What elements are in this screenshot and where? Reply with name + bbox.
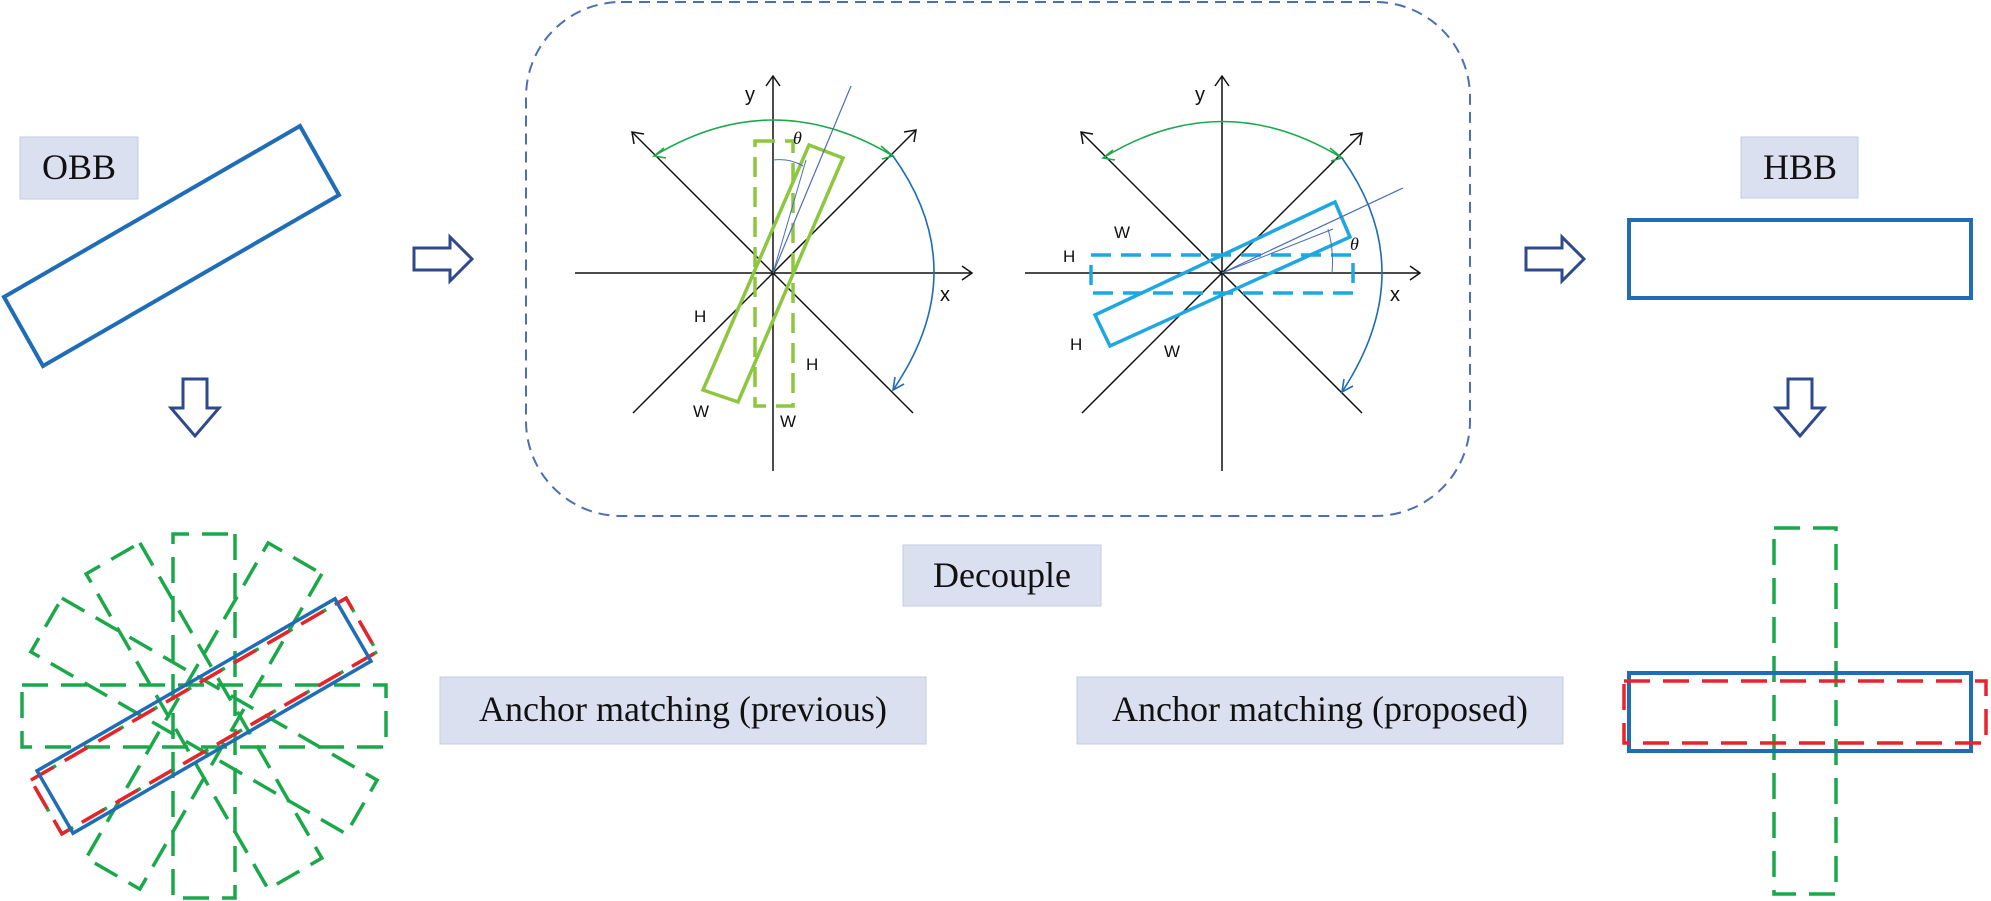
right-w-top-label: W — [1114, 223, 1130, 242]
proposed-ground-truth-box — [1627, 671, 1973, 753]
right-axes-diagram: y x θ H H W W — [1025, 74, 1422, 471]
arrow-right-hbb — [1524, 233, 1587, 285]
left-theta-label: θ — [793, 128, 802, 148]
right-blue-arc — [1341, 157, 1383, 393]
left-axes-diagram: y x θ H H W W — [575, 74, 974, 471]
right-rotated-box — [1092, 199, 1353, 349]
right-theta-label: θ — [1350, 234, 1359, 254]
right-green-arc — [1102, 120, 1343, 159]
anchor-proposed-label: Anchor matching (proposed) — [1076, 676, 1564, 745]
hbb-rectangle — [1627, 218, 1973, 300]
left-w-right-label: W — [780, 412, 796, 431]
arrow-right-obb — [412, 233, 475, 285]
arrow-down-obb — [167, 377, 223, 439]
obb-rectangle — [1, 123, 342, 369]
left-rotated-box — [700, 142, 846, 405]
right-y-label: y — [1195, 84, 1205, 106]
hbb-label: HBB — [1740, 136, 1859, 199]
decouple-box — [525, 1, 1471, 517]
decouple-label: Decouple — [902, 544, 1102, 607]
left-w-left-label: W — [693, 402, 709, 421]
arrow-down-hbb — [1772, 377, 1828, 439]
anchor-previous-label-text: Anchor matching (previous) — [479, 689, 887, 729]
proposed-matched-anchor — [1622, 679, 1988, 745]
previous-matched-anchor — [28, 595, 380, 837]
anchor-proposed-label-text: Anchor matching (proposed) — [1112, 689, 1528, 729]
left-y-label: y — [745, 84, 755, 106]
decouple-label-text: Decouple — [933, 555, 1071, 595]
obb-label: OBB — [19, 136, 139, 200]
right-x-label: x — [1390, 284, 1400, 306]
obb-label-text: OBB — [42, 147, 116, 187]
left-h-right-label: H — [806, 355, 818, 374]
previous-anchors — [20, 532, 388, 900]
left-x-label: x — [940, 284, 950, 306]
left-blue-arc — [892, 155, 935, 391]
left-h-left-label: H — [694, 307, 706, 326]
right-h-top-label: H — [1063, 247, 1075, 266]
left-dashed-box — [753, 139, 795, 408]
right-h-bottom-label: H — [1070, 335, 1082, 354]
left-green-arc — [653, 119, 894, 157]
proposed-vertical-anchor — [1772, 526, 1838, 896]
proposed-anchors — [1622, 526, 1988, 896]
hbb-label-text: HBB — [1763, 147, 1837, 187]
previous-ground-truth-box — [34, 596, 374, 836]
anchor-previous-label: Anchor matching (previous) — [439, 676, 927, 745]
right-w-bottom-label: W — [1164, 342, 1180, 361]
